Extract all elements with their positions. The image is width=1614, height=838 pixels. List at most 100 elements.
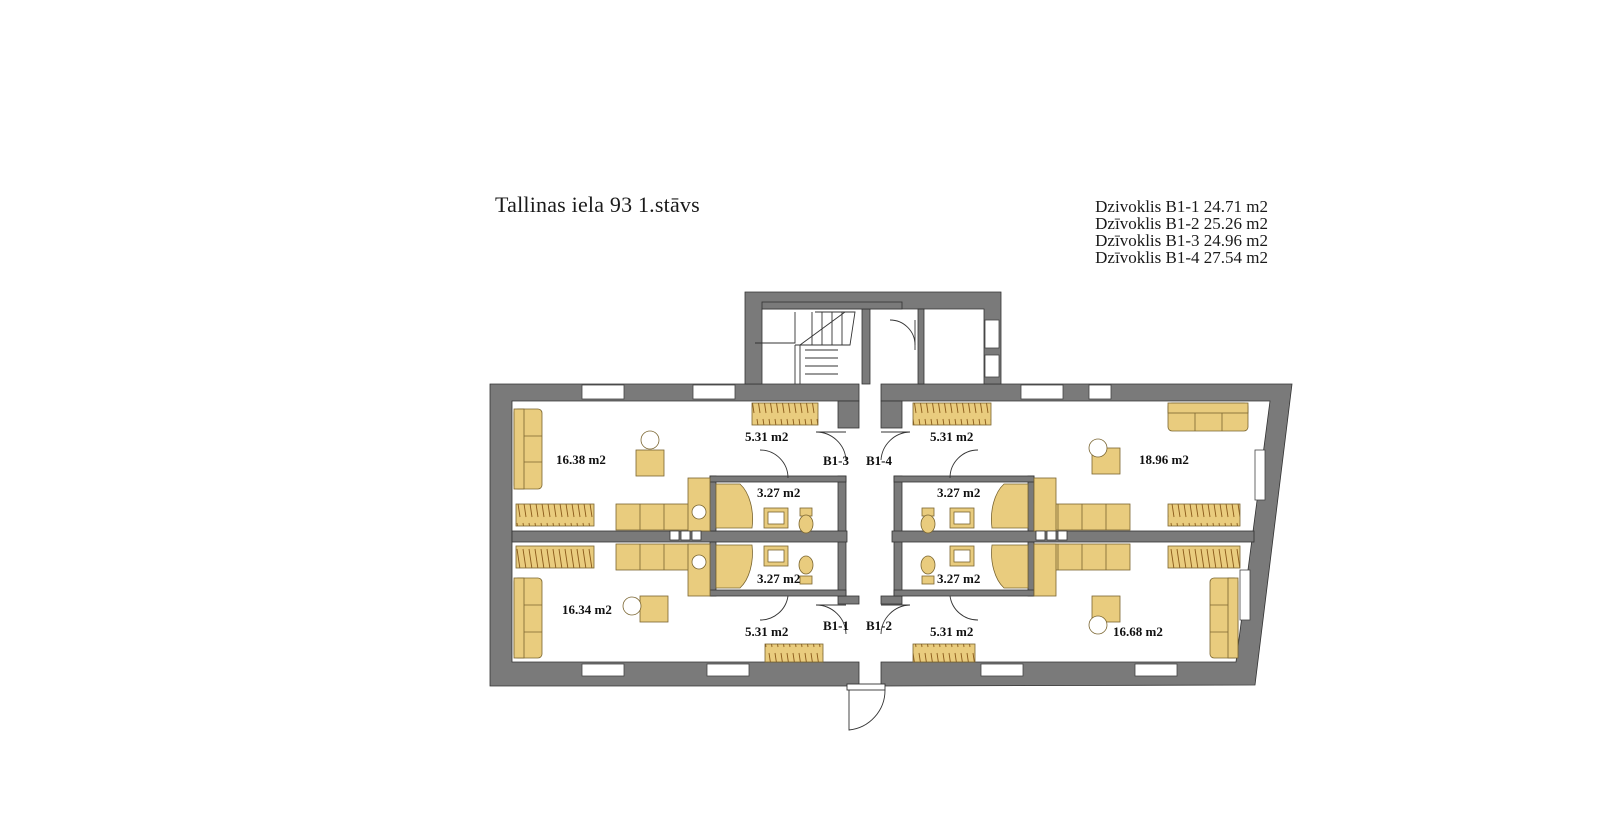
window-top-3 — [1020, 384, 1064, 400]
wardrobe-tr-room — [1167, 503, 1241, 527]
wall-bath-top-r — [893, 475, 1035, 483]
window-stair-1 — [984, 319, 1000, 349]
vent-right — [1035, 530, 1068, 541]
window-bot-2 — [706, 663, 750, 677]
door-label-b1-2: B1-2 — [866, 618, 892, 633]
label-br-main: 16.68 m2 — [1113, 624, 1163, 639]
window-bot-4 — [1134, 663, 1178, 677]
label-br-bath: 3.27 m2 — [937, 571, 980, 586]
desk-tl — [635, 430, 665, 477]
wall-corridor-left-bot — [837, 595, 860, 605]
legend-item-b1-3: Dzīvoklis B1-3 24.96 m2 — [1095, 231, 1268, 250]
kitchen-bl — [615, 543, 711, 597]
sofa-bl — [513, 577, 543, 659]
kitchen-tr — [1033, 477, 1131, 532]
label-tl-main: 16.38 m2 — [556, 452, 606, 467]
wall-middle-right — [891, 530, 1255, 543]
door-b1-4 — [880, 431, 911, 461]
desk-tr — [1088, 438, 1121, 475]
sofa-tr — [1167, 402, 1249, 432]
door-b1-1 — [815, 604, 847, 635]
window-stair-2 — [984, 354, 1000, 378]
wall-bath-bot-r — [893, 589, 1035, 597]
wall-bath-tr — [1027, 475, 1035, 532]
door-b1-2 — [880, 604, 911, 635]
wall-corridor-right-bot — [880, 595, 903, 605]
label-bl-hall: 5.31 m2 — [745, 624, 788, 639]
kitchen-br — [1033, 543, 1131, 597]
doors — [759, 319, 979, 731]
door-labels: B1-3 B1-4 B1-1 B1-2 — [823, 453, 893, 633]
furniture — [513, 402, 1249, 663]
door-label-b1-4: B1-4 — [866, 453, 893, 468]
wall-corridor-left-top — [837, 400, 860, 429]
door-label-b1-3: B1-3 — [823, 453, 850, 468]
window-top-4 — [1088, 384, 1112, 400]
label-tr-hall: 5.31 m2 — [930, 429, 973, 444]
outer-walls — [489, 291, 1293, 687]
window-top-1 — [581, 384, 625, 400]
plan-title: Tallinas iela 93 1.stāvs — [495, 192, 700, 217]
desk-bl — [622, 595, 669, 623]
label-bl-main: 16.34 m2 — [562, 602, 612, 617]
toilet-bl — [798, 555, 814, 585]
wardrobe-bl-hall — [764, 643, 824, 663]
window-top-2 — [692, 384, 736, 400]
label-tl-bath: 3.27 m2 — [757, 485, 800, 500]
wardrobe-tr-hall — [912, 402, 992, 426]
wall-stair-room — [917, 308, 925, 385]
wall-stair-divider — [861, 308, 871, 385]
label-tr-main: 18.96 m2 — [1139, 452, 1189, 467]
door-b1-3 — [815, 431, 847, 461]
label-bl-bath: 3.27 m2 — [757, 571, 800, 586]
windows — [581, 319, 1266, 677]
sofa-br — [1209, 577, 1239, 659]
entrance-door-frame — [846, 683, 886, 691]
wardrobe-br-room — [1167, 545, 1241, 569]
shower-tl — [715, 483, 753, 529]
toilet-br — [920, 555, 936, 585]
wall-corridor-right-top — [880, 400, 903, 429]
wall-main-shell — [489, 383, 860, 687]
wall-middle-left — [511, 530, 848, 543]
wardrobe-br-hall — [912, 643, 976, 663]
wardrobe-tl-room — [515, 503, 595, 527]
vent-left — [669, 530, 702, 541]
sink-br — [949, 545, 975, 567]
kitchen-tl — [615, 477, 711, 532]
window-bot-3 — [980, 663, 1024, 677]
wall-stair-tower — [744, 291, 1002, 385]
sink-bl — [763, 545, 789, 567]
legend-item-b1-1: Dzivoklis B1-1 24.71 m2 — [1095, 197, 1268, 216]
wardrobe-bl-room — [515, 545, 595, 569]
wardrobe-tl-hall — [751, 402, 819, 426]
desk-br — [1088, 595, 1121, 635]
wall-bath-top-l — [709, 475, 847, 483]
door-label-b1-1: B1-1 — [823, 618, 849, 633]
corridor-walls — [511, 301, 1255, 605]
wall-bath-tl — [709, 475, 717, 532]
legend-item-b1-4: Dzīvoklis B1-4 27.54 m2 — [1095, 248, 1268, 267]
toilet-tl — [798, 507, 814, 534]
room-labels: 16.38 m2 5.31 m2 3.27 m2 5.31 m2 3.27 m2… — [556, 429, 1189, 639]
legend-item-b1-2: Dzīvoklis B1-2 25.26 m2 — [1095, 214, 1268, 233]
staircase — [755, 311, 856, 384]
toilet-tr — [920, 507, 936, 534]
shower-tr — [991, 483, 1029, 529]
sofa-tl — [513, 408, 543, 490]
label-br-hall: 5.31 m2 — [930, 624, 973, 639]
shower-br — [991, 544, 1029, 589]
window-bot-1 — [581, 663, 625, 677]
sink-tr — [949, 507, 975, 529]
wall-bath-br — [1027, 541, 1035, 597]
wall-bath-bl — [709, 541, 717, 597]
wall-bath-bot-l — [709, 589, 847, 597]
label-tl-hall: 5.31 m2 — [745, 429, 788, 444]
wall-main-shell-right — [880, 383, 1293, 687]
wall-stair-divider-top — [761, 301, 903, 310]
window-right-2 — [1239, 569, 1251, 621]
apartment-legend: Dzivoklis B1-1 24.71 m2 Dzīvoklis B1-2 2… — [1020, 198, 1268, 266]
window-right-1 — [1254, 449, 1266, 501]
label-tr-bath: 3.27 m2 — [937, 485, 980, 500]
